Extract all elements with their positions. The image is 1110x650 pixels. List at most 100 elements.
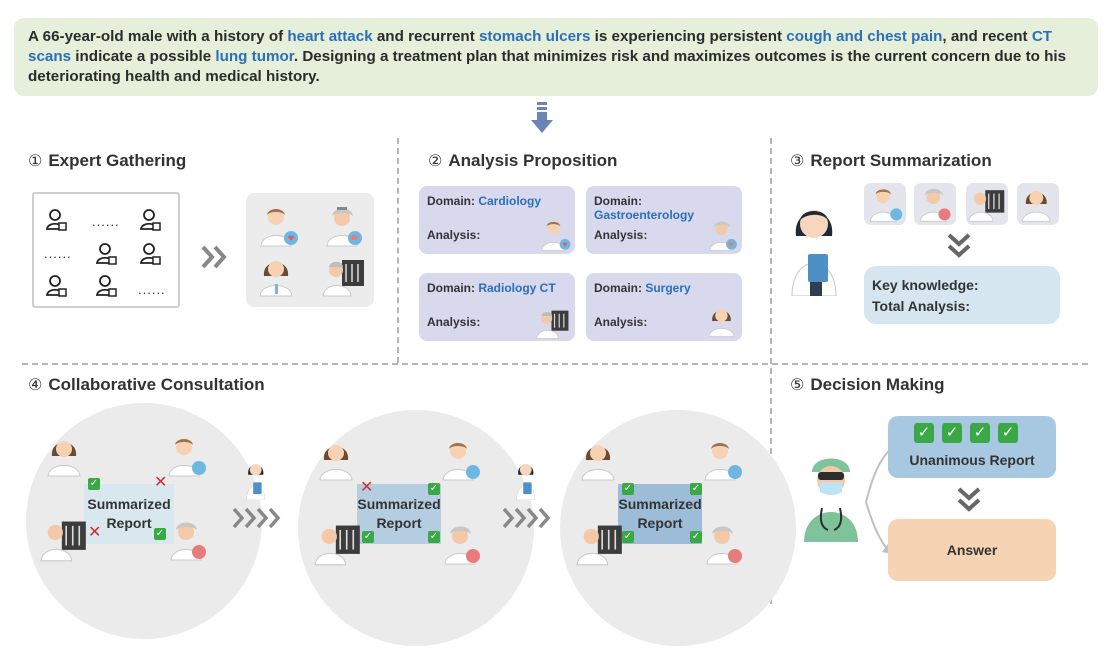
cardiologist-avatar	[869, 189, 903, 222]
domain-value: Surgery	[645, 281, 691, 295]
summarizer-avatar	[791, 210, 837, 296]
unanimous-report-label: Unanimous Report	[909, 452, 1035, 468]
cross-icon: ✕	[360, 479, 374, 496]
user-icon	[140, 243, 161, 265]
gastroenterologist-avatar	[919, 188, 951, 222]
check-icon: ✓	[362, 531, 374, 543]
chevron-right-icon	[502, 507, 551, 529]
analysis-label: Analysis:	[427, 228, 481, 242]
domain-label: Domain:	[427, 281, 475, 295]
check-icon: ✓	[998, 423, 1018, 443]
analysis-label: Analysis:	[594, 315, 648, 329]
case-highlight: lung tumor	[215, 48, 294, 65]
answer-box: Answer	[888, 519, 1056, 581]
gastroenterologist-avatar	[709, 221, 737, 251]
case-text: A 66-year-old male with a history of	[28, 28, 288, 45]
surgeon-avatar	[1021, 191, 1051, 222]
surgeon-avatar	[581, 445, 615, 481]
gastroenterologist-avatar	[706, 526, 742, 565]
total-analysis-label: Total Analysis:	[872, 298, 971, 314]
radiologist-avatar	[968, 190, 1005, 222]
divider	[397, 138, 399, 363]
user-icon	[96, 275, 117, 297]
arrow-down-icon	[531, 102, 553, 134]
case-text: . Designing a treatment plan that minimi…	[28, 48, 1067, 85]
summarizer-avatar	[246, 463, 266, 500]
check-icon: ✓	[428, 483, 440, 495]
user-icon	[140, 209, 161, 231]
domain-label: Domain:	[594, 281, 642, 295]
user-icon	[46, 209, 67, 231]
check-icon: ✓	[942, 423, 962, 443]
summary-report-box: Key knowledge: Total Analysis:	[864, 266, 1060, 324]
domain-value: Gastroenterology	[594, 208, 695, 222]
ellipsis: ......	[92, 214, 120, 229]
surgeon-avatar	[259, 261, 293, 297]
check-icon: ✓	[690, 531, 702, 543]
domain-label: Domain:	[427, 194, 475, 208]
decision-maker-avatar	[804, 458, 858, 542]
check-icon: ✓	[970, 423, 990, 443]
analysis-label: Analysis:	[594, 228, 648, 242]
case-description: A 66-year-old male with a history of hea…	[14, 18, 1098, 96]
check-icon: ✓	[428, 531, 440, 543]
ellipsis: ......	[138, 282, 166, 297]
domain-value: Radiology CT	[478, 281, 556, 295]
cardiologist-avatar	[168, 439, 206, 477]
check-icon: ✓	[622, 483, 634, 495]
check-icon: ✓	[690, 483, 702, 495]
check-icon: ✓	[914, 423, 934, 443]
case-highlight: stomach ulcers	[478, 28, 591, 45]
case-text: indicate a possible	[71, 48, 216, 65]
key-knowledge-label: Key knowledge:	[872, 277, 979, 293]
expert-pool	[32, 192, 180, 308]
radiologist-avatar	[536, 310, 569, 339]
gastroenterologist-avatar	[444, 526, 480, 565]
case-text: , and recent	[942, 28, 1032, 45]
radiologist-avatar	[40, 521, 86, 562]
cardiologist-avatar	[541, 221, 571, 251]
domain-value: Cardiology	[478, 194, 542, 208]
cross-icon: ✕	[88, 524, 102, 541]
user-icon	[96, 243, 117, 265]
check-icon: ✓	[154, 528, 166, 540]
surgeon-avatar	[708, 309, 735, 337]
cardiologist-avatar	[704, 443, 742, 481]
case-highlight: cough and chest pain	[786, 28, 943, 45]
domain-card-radiology: Domain: Radiology CT Analysis:	[419, 273, 575, 341]
surgeon-avatar	[319, 445, 353, 481]
surgeon-avatar	[47, 441, 81, 477]
radiologist-avatar	[576, 525, 622, 566]
user-icon	[46, 275, 67, 297]
domain-card-gastroenterology: Domain: Gastroenterology Analysis:	[586, 186, 742, 254]
chevron-right-icon	[201, 245, 227, 269]
case-highlight: CT scans	[28, 28, 1053, 65]
divider	[770, 138, 772, 604]
chevron-down-icon	[957, 487, 981, 512]
radiologist-avatar	[314, 525, 360, 566]
case-highlight: heart attack	[287, 28, 373, 45]
cardiologist-avatar	[260, 209, 298, 247]
gastroenterologist-avatar	[326, 207, 362, 247]
summarizer-avatar	[516, 463, 536, 500]
cardiologist-avatar	[442, 443, 480, 481]
case-text: is experiencing persistent	[590, 28, 787, 45]
check-icon: ✓	[622, 531, 634, 543]
domain-label: Domain:	[594, 194, 642, 208]
answer-label: Answer	[946, 542, 998, 558]
radiologist-avatar	[322, 260, 364, 297]
chevron-down-icon	[947, 233, 971, 258]
gastroenterologist-avatar	[170, 522, 206, 561]
cross-icon: ✕	[154, 474, 168, 491]
divider	[22, 363, 1088, 365]
ellipsis: ......	[44, 246, 72, 261]
chevron-right-icon	[232, 507, 281, 529]
check-icon: ✓	[88, 478, 100, 490]
analysis-label: Analysis:	[427, 315, 481, 329]
unanimous-report-box: ✓ ✓ ✓ ✓ Unanimous Report	[888, 416, 1056, 478]
